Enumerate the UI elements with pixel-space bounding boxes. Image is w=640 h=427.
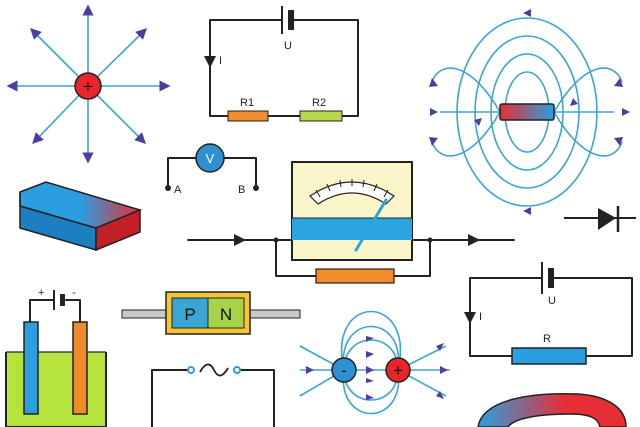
terminal-a-label: A bbox=[174, 184, 182, 196]
diode-symbol-icon bbox=[564, 206, 636, 232]
voltage-label: U bbox=[284, 40, 292, 52]
voltage-label-right: U bbox=[548, 295, 556, 307]
terminal-b-label: B bbox=[238, 184, 245, 196]
horseshoe-magnet-icon bbox=[477, 392, 627, 427]
positive-sign: + bbox=[83, 77, 93, 96]
dipole-positive-sign: + bbox=[393, 361, 403, 380]
pn-junction-icon: P N bbox=[121, 291, 301, 335]
current-label-right: I bbox=[479, 311, 482, 323]
positive-charge-field-icon: + bbox=[6, 4, 171, 164]
current-label: I bbox=[219, 55, 222, 67]
battery-minus: - bbox=[72, 287, 76, 299]
bar-magnet-icon bbox=[19, 181, 143, 252]
bar-magnet-field-icon bbox=[429, 9, 630, 215]
ammeter-gauge-icon bbox=[187, 161, 515, 284]
r2-label: R2 bbox=[312, 97, 326, 109]
n-label: N bbox=[220, 305, 232, 324]
voltmeter-symbol: V bbox=[206, 151, 215, 166]
ac-source-icon bbox=[151, 363, 275, 427]
circuit-resistor-icon: I U R bbox=[464, 262, 633, 365]
p-label: P bbox=[184, 305, 195, 324]
resistor-label: R bbox=[543, 333, 551, 345]
dipole-field-icon: - + bbox=[299, 310, 450, 415]
voltmeter-icon: V A B bbox=[165, 143, 259, 196]
battery-electrolysis-icon: + - bbox=[5, 287, 107, 427]
circuit-r1-r2-icon: I U R1 R2 bbox=[204, 6, 359, 122]
battery-plus: + bbox=[38, 287, 44, 299]
r1-label: R1 bbox=[240, 97, 254, 109]
negative-sign: - bbox=[341, 361, 347, 380]
